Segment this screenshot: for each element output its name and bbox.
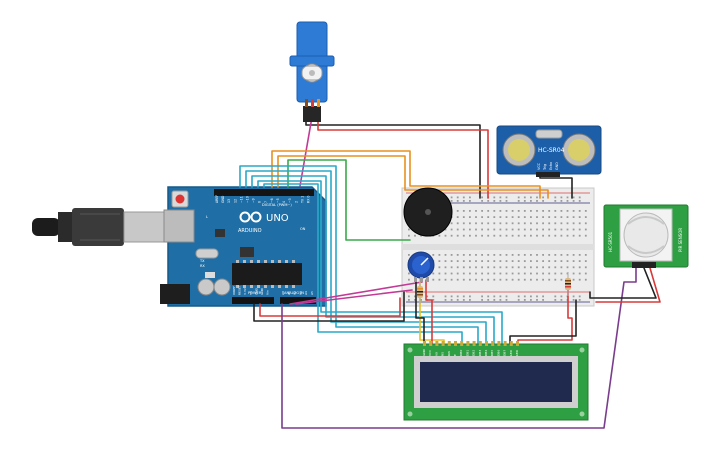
digital-pin-label: 13	[227, 199, 231, 203]
digital-pin-label: GND	[221, 195, 225, 203]
digital-pin-label: 2	[294, 201, 298, 203]
wire-purple-pir	[281, 267, 637, 429]
wire-cyan-4	[257, 180, 503, 346]
analog-pin-label: A2	[293, 291, 297, 295]
digital-pin-label: 8	[258, 201, 262, 203]
wire-pot-red	[425, 279, 433, 346]
arduino-uno-board: UNO ARDUINO DIGITAL (PWM~) POWER ANALOG …	[160, 186, 327, 307]
digital-pin-label: ~6	[270, 198, 274, 203]
wire-cyan-1	[239, 165, 479, 346]
analog-pin-label: A5	[310, 291, 314, 295]
lcd-pin-label: DB5	[490, 350, 494, 356]
lcd-pin-label: LED	[509, 349, 513, 356]
wire-servo-red	[317, 116, 489, 199]
power-pin-label: GND	[260, 287, 264, 295]
servo-motor	[289, 21, 335, 122]
ultrasonic-pin-label: Echo	[549, 162, 553, 170]
power-pin-label: IOREF	[232, 286, 236, 295]
lcd-pin-label: DB4	[484, 350, 488, 356]
resistor-2	[417, 282, 423, 304]
wire-cyan-2	[245, 170, 487, 346]
analog-label: ANALOG IN	[284, 291, 304, 295]
analog-pin-label: A3	[298, 291, 302, 295]
digital-pin-label: 12	[233, 199, 237, 203]
wire-pir-black	[589, 267, 657, 299]
lcd-pin-label: RW	[447, 351, 451, 356]
digital-pin-label: ~3	[288, 198, 292, 203]
digital-pin-label: ~5	[276, 198, 280, 203]
board-model: UNO	[266, 213, 289, 224]
lcd-pin-label: DB1	[465, 350, 469, 356]
tx-label: TX	[199, 259, 205, 263]
digital-header-label: DIGITAL (PWM~)	[262, 203, 292, 207]
potentiometer[interactable]	[407, 251, 435, 282]
lcd-pin-label: DB6	[496, 350, 500, 356]
wire-magenta-analog-2	[295, 289, 413, 305]
lcd-pin-label: DB0	[459, 350, 463, 356]
power-pin-label: GND	[254, 287, 258, 295]
power-pin-label: RESET	[238, 285, 242, 295]
digital-pin-label: 4	[282, 201, 286, 203]
lcd-pin-label: DB2	[472, 350, 476, 356]
lcd-pin-label: V0	[434, 352, 438, 356]
digital-pin-label: ~11	[239, 196, 243, 203]
lcd-pin-label: VCC	[428, 350, 432, 356]
digital-pin-label: ~10	[246, 196, 250, 203]
ultrasonic-model: HC-SR04	[538, 147, 565, 154]
lcd-pin-label: LED	[515, 349, 519, 356]
digital-pin-label: 7	[264, 201, 268, 203]
lcd-pin-label: E	[453, 354, 457, 356]
power-pin-label: 5V	[249, 290, 253, 295]
wire-pir-red	[595, 267, 661, 303]
rx-label: RX	[200, 264, 205, 268]
ultrasonic-pin-label: GND	[555, 162, 559, 170]
power-label: POWER	[248, 291, 262, 295]
wire-cyan-3	[251, 175, 495, 346]
pir-right-label: PIR SENSOR	[678, 228, 683, 252]
power-pin-label: Vin	[266, 290, 270, 295]
on-label: ON	[300, 227, 306, 231]
digital-pin-label: RX 0	[307, 196, 311, 203]
wire-green	[287, 159, 411, 241]
power-pin-label: 3.3V	[243, 287, 247, 295]
arduino-logo-icon	[239, 211, 262, 223]
wire-5v-red	[259, 297, 401, 317]
usb-cable	[32, 208, 165, 246]
lcd-pin-label: GND	[422, 348, 426, 356]
wires	[239, 116, 661, 429]
pir-left-label: HC-SR501	[608, 231, 613, 252]
led-l-label: L	[206, 215, 208, 219]
lcd-pin-label: RS	[441, 352, 445, 356]
wire-pot-black	[415, 279, 425, 346]
ultrasonic-pin-label: VCC	[537, 162, 541, 170]
resistor-1	[565, 272, 571, 296]
analog-pin-label: A1	[287, 291, 291, 295]
analog-pin-label: A4	[304, 291, 308, 295]
lcd-pin-label: DB3	[478, 350, 482, 356]
analog-pin-label: A0	[281, 291, 285, 295]
pir-sensor: HC-SR501 PIR SENSOR	[603, 204, 689, 268]
digital-pin-label: TX 1	[300, 196, 304, 204]
wire-cyan-5	[263, 183, 463, 346]
digital-pin-label: ~9	[252, 198, 256, 203]
ultrasonic-pin-label: Trig	[543, 164, 547, 171]
lcd-pin-label: DB7	[503, 350, 507, 356]
wire-lcd-led-black	[509, 299, 577, 346]
wire-orange-1	[271, 150, 541, 199]
digital-pin-label: AREF	[215, 195, 219, 203]
wire-magenta-analog	[289, 281, 423, 305]
wire-gnd-black	[253, 291, 405, 322]
wire-orange-2	[277, 155, 549, 199]
wire-lcd-led-red	[517, 281, 573, 346]
piezo-buzzer	[403, 187, 453, 237]
board-brand: ARDUINO	[238, 228, 262, 234]
